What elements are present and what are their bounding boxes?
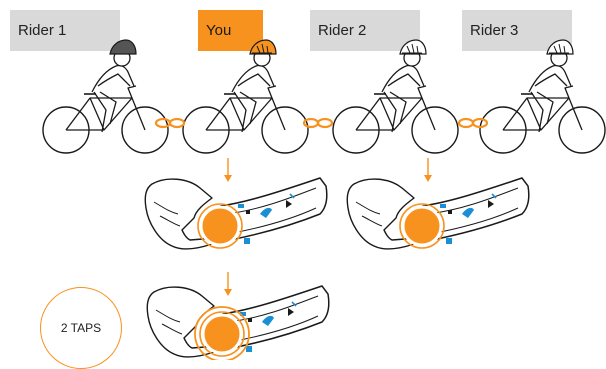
double-tap-device-press-icon: [145, 284, 331, 360]
two-taps-label: 2 TAPS: [60, 321, 102, 335]
rider-2-cyclist-icon: [332, 39, 459, 154]
chain-link-icon-1: [154, 117, 186, 129]
rider-1-helmet-icon: [109, 39, 137, 55]
two-taps-badge: 2 TAPS: [40, 287, 122, 369]
you-label: You: [198, 10, 263, 51]
arrow-down-icon-rider-2: [423, 157, 433, 183]
diagram-canvas: [42, 39, 606, 360]
pairing-diagram: Rider 1 You Rider 2 Rider 3: [10, 10, 606, 369]
you-cyclist-icon: [182, 39, 309, 154]
arrow-down-icon-you: [223, 157, 233, 183]
you-device-press-icon: [143, 176, 329, 251]
rider-2-device-press-icon: [345, 176, 531, 251]
rider-1-label: Rider 1: [10, 10, 120, 51]
chain-link-icon-3: [457, 117, 489, 129]
rider-3-cyclist-icon: [479, 39, 606, 154]
rider-1-cyclist-icon: [42, 39, 169, 154]
chain-link-icon-2: [302, 117, 334, 129]
rider-3-label-text: Rider 3: [470, 22, 519, 39]
rider-2-label-text: Rider 2: [318, 22, 367, 39]
rider-1-label-text: Rider 1: [18, 22, 67, 39]
you-label-text: You: [206, 22, 232, 39]
rider-2-label: Rider 2: [310, 10, 420, 51]
arrow-down-icon-double-tap: [223, 271, 233, 297]
